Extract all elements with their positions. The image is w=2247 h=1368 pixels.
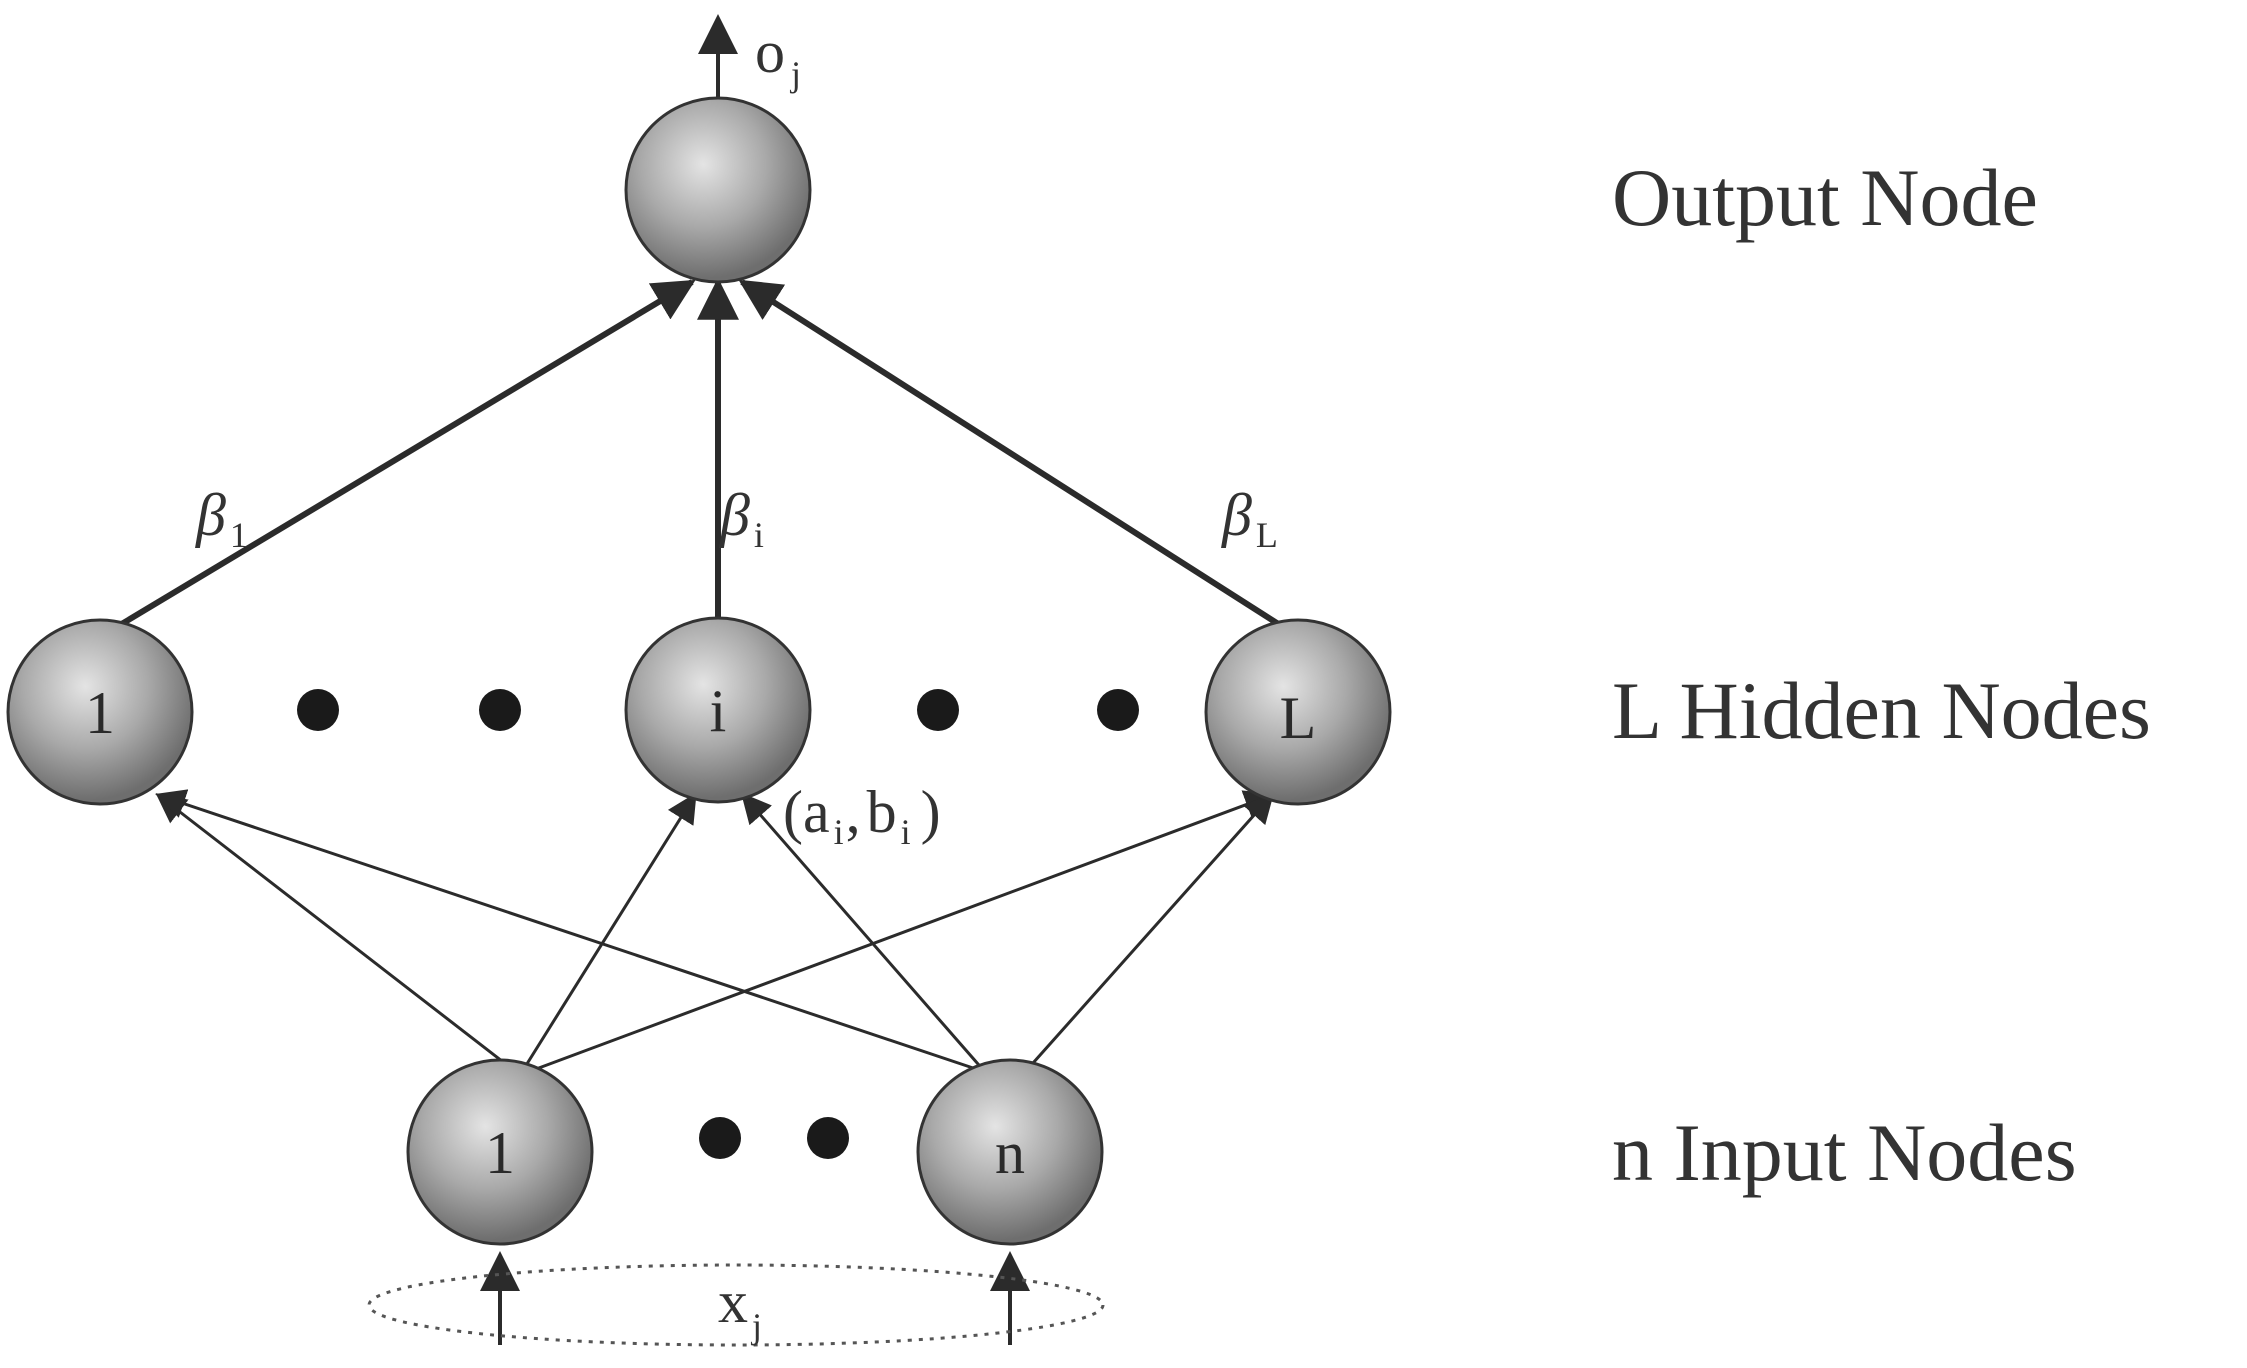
input-symbol-sub: j <box>750 1306 762 1346</box>
edge-hidden1-output <box>118 279 696 628</box>
output-symbol-base: o <box>755 19 785 85</box>
edge-inputn-hidden1 <box>155 789 986 1074</box>
output-layer-label: Output Node <box>1612 152 2038 243</box>
edge-input1-hiddenL <box>519 790 1275 1077</box>
edge-hiddenL-output <box>738 279 1282 628</box>
hidden-layer-label: L Hidden Nodes <box>1612 665 2151 756</box>
beta-1-sub: 1 <box>230 515 248 555</box>
output-symbol-sub: j <box>789 54 801 94</box>
edge-input1-hidden1 <box>155 793 521 1077</box>
beta-L-sub: L <box>1256 515 1278 555</box>
input-node-1 <box>406 1058 594 1246</box>
beta-L-base: β <box>1221 482 1252 548</box>
hidden-layer <box>6 616 1392 806</box>
hidden-node-L-label: L <box>1280 685 1317 751</box>
ellipsis-dot <box>479 689 521 731</box>
hidden-node-i-label: i <box>710 678 727 744</box>
ellipsis-dot <box>1097 689 1139 731</box>
input-hidden-edges <box>155 789 1275 1077</box>
hidden-node-1-label: 1 <box>85 680 115 746</box>
params-open: ( <box>783 779 803 845</box>
params-comma: , <box>846 779 861 845</box>
ellipsis-dot <box>807 1117 849 1159</box>
hidden-node-i <box>624 616 812 804</box>
input-vector-ellipse <box>367 1263 1105 1347</box>
beta-i-sub: i <box>754 515 764 555</box>
input-layer-label: n Input Nodes <box>1612 1107 2077 1198</box>
hidden-node-1 <box>6 618 194 806</box>
hidden-node-L <box>1204 618 1392 806</box>
params-b: b <box>867 779 897 845</box>
input-arrows <box>480 1251 1030 1345</box>
input-symbol-base: x <box>718 1269 748 1335</box>
input-layer <box>406 1058 1104 1246</box>
input-node-n <box>916 1058 1104 1246</box>
output-layer <box>624 96 812 284</box>
hidden-output-edges <box>118 277 1282 628</box>
params-b-sub: i <box>901 812 911 852</box>
input-node-1-label: 1 <box>485 1120 515 1186</box>
input-node-n-label: n <box>995 1120 1025 1186</box>
params-a-sub: i <box>834 812 844 852</box>
params-close: ) <box>921 779 941 845</box>
ellipsis-dot <box>297 689 339 731</box>
params-a: a <box>803 779 830 845</box>
beta-1-base: β <box>195 482 226 548</box>
edge-inputn-hiddeni <box>741 792 987 1073</box>
output-node <box>624 96 812 284</box>
beta-i-base: β <box>719 482 750 548</box>
edge-inputn-hiddenL <box>1023 792 1274 1073</box>
edge-input1-hiddeni <box>518 792 697 1076</box>
ellipsis-dot <box>917 689 959 731</box>
ellipsis-dot <box>699 1117 741 1159</box>
